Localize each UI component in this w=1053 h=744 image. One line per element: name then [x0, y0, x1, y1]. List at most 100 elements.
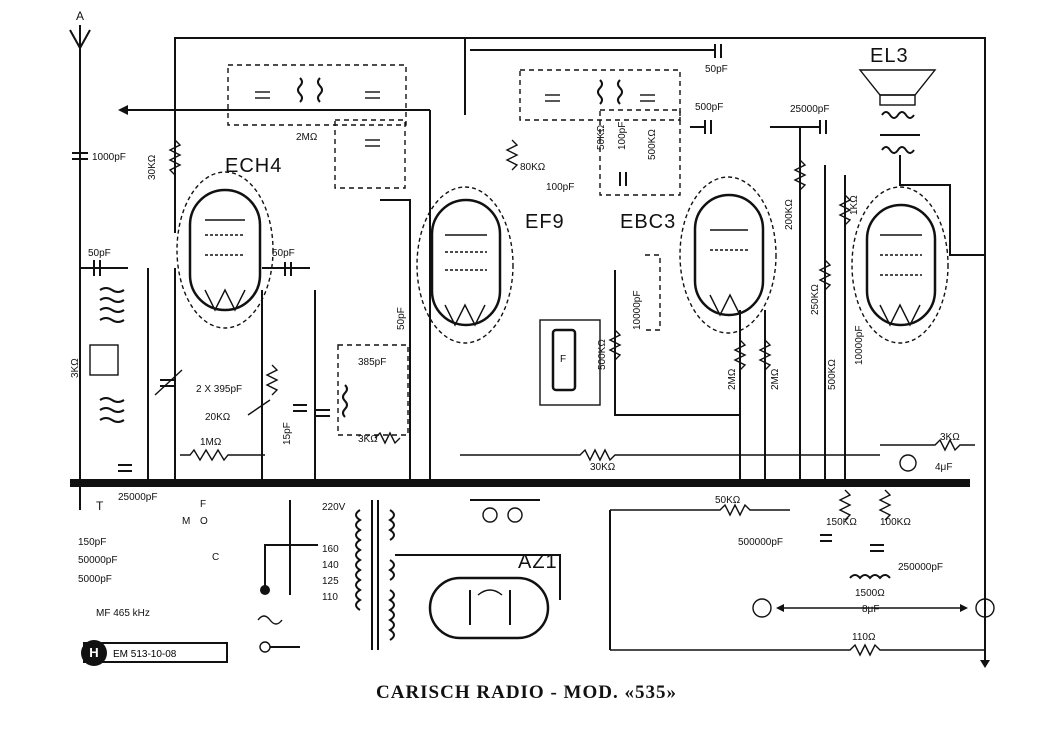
label-100pf: 100pF	[546, 182, 574, 193]
label-20k: 20KΩ	[205, 412, 231, 423]
switch-label-o: O	[200, 516, 208, 527]
label-10000pf-b: 10000pF	[854, 326, 865, 365]
capacitor-25000pf-a	[118, 464, 132, 472]
label-500k-b: 500KΩ	[827, 359, 838, 390]
rf-coil-lower	[99, 397, 125, 423]
tube-label-el3: EL3	[870, 45, 909, 67]
label-50pf-v: 50pF	[396, 307, 407, 330]
label-50pf-a: 50pF	[88, 248, 111, 259]
label-2m: 2MΩ	[296, 132, 318, 143]
label-1500: 1500Ω	[855, 588, 885, 599]
tube-ech4	[176, 171, 274, 329]
label-1000pf: 1000pF	[92, 152, 126, 163]
capacitor-25000pf-b	[819, 120, 827, 134]
label-2m-a: 2MΩ	[727, 368, 738, 390]
label-30k-b: 30KΩ	[590, 462, 616, 473]
label-25000pf-a: 25000pF	[118, 492, 157, 503]
capacitor-100pf	[619, 172, 627, 186]
if-transformer-2b	[599, 109, 681, 196]
bus-junctions	[144, 479, 934, 487]
variable-capacitor-2x395	[154, 369, 183, 396]
label-2m-b: 2MΩ	[770, 368, 781, 390]
label-25000pf-b: 25000pF	[790, 104, 829, 115]
antenna-label: A	[76, 9, 84, 23]
capacitor-50pf-a	[93, 260, 101, 276]
label-30k: 30KΩ	[147, 154, 158, 180]
ac-icon	[257, 615, 283, 625]
switch-label-f: F	[200, 499, 206, 510]
label-100pf-v: 100pF	[617, 122, 628, 150]
capacitor-500pf	[704, 120, 712, 134]
electrolytic-8uf-a	[752, 598, 772, 618]
b-plus-rail-left	[174, 37, 466, 233]
tube-az1	[428, 576, 550, 640]
trimmer-caps-2	[545, 94, 655, 102]
osc-coil-box	[337, 344, 409, 436]
tap-220v: 220V	[322, 502, 346, 513]
capacitor-250000pf	[870, 544, 884, 552]
schematic-caption: CARISCH RADIO - MOD. «535»	[376, 682, 677, 703]
electrolytic-8uf-b	[975, 598, 995, 618]
label-3k-mid: 3KΩ	[358, 434, 378, 445]
trimmer-caps-1	[255, 91, 380, 147]
mains-terminal-2	[259, 641, 271, 653]
tube-el3	[851, 186, 949, 344]
schematic-code: EM 513-10-08	[113, 649, 177, 660]
label-110: 110Ω	[852, 632, 876, 643]
capacitor-500000pf	[820, 534, 832, 542]
ground-label: T	[96, 499, 104, 513]
fuse-holder	[551, 328, 577, 392]
pilot-lamp-1	[482, 507, 498, 523]
legend-item-1: 150pF	[78, 537, 106, 548]
label-500000pf: 500000pF	[738, 537, 783, 548]
label-15pf: 15pF	[282, 422, 293, 445]
speaker-icon	[858, 69, 937, 154]
tap-160: 160	[322, 544, 339, 555]
variable-capacitor-385	[315, 409, 330, 417]
capacitor-1000pf	[72, 152, 88, 160]
label-500pf: 500pF	[695, 102, 723, 113]
label-3k-left: 3KΩ	[70, 358, 81, 378]
label-385pf: 385pF	[358, 357, 386, 368]
legend-item-2: 50000pF	[78, 555, 117, 566]
label-150k: 150KΩ	[826, 517, 857, 528]
pilot-lamp-2	[507, 507, 523, 523]
label-200k: 200KΩ	[784, 199, 795, 230]
volume-pot-box	[539, 319, 601, 406]
tube-ebc3	[679, 176, 777, 334]
label-50pf-top: 50pF	[705, 64, 728, 75]
legend-item-3: 5000pF	[78, 574, 112, 585]
tap-125: 125	[322, 576, 339, 587]
tube-label-az1: AZ1	[518, 551, 558, 573]
tube-label-ech4: ECH4	[225, 155, 282, 177]
rf-coil-upper	[99, 287, 125, 323]
label-50k-v: 50KΩ	[596, 124, 607, 150]
resistor-30k	[168, 139, 182, 176]
label-4uf: 4μF	[935, 462, 952, 473]
tube-label-ef9: EF9	[525, 211, 565, 233]
tap-140: 140	[322, 560, 339, 571]
label-250000pf: 250000pF	[898, 562, 943, 573]
label-100k: 100KΩ	[880, 517, 911, 528]
label-50k-b: 50KΩ	[715, 495, 741, 506]
label-500k-top: 500KΩ	[647, 129, 658, 160]
tube-ef9	[416, 186, 514, 344]
label-80k: 80KΩ	[520, 162, 546, 173]
switch-label-c: C	[212, 552, 219, 563]
label-500k-vol: 500KΩ	[597, 339, 608, 370]
wire-ech4	[380, 199, 411, 483]
antenna-icon	[69, 25, 91, 480]
label-1k: 1KΩ	[849, 195, 860, 215]
tap-110: 110	[322, 592, 338, 603]
capacitor-15pf	[293, 404, 307, 412]
label-8uf: 8μF	[862, 604, 879, 615]
label-10000pf: 10000pF	[632, 291, 643, 330]
label-3k-right: 3KΩ	[940, 432, 960, 443]
label-1m: 1MΩ	[200, 437, 222, 448]
coil-box-3k	[89, 344, 119, 376]
label-250k: 250KΩ	[810, 284, 821, 315]
schematic-code-box: H EM 513-10-08	[81, 640, 228, 666]
switch-label-m: M	[182, 516, 190, 527]
if-transformer-1b	[334, 119, 406, 189]
